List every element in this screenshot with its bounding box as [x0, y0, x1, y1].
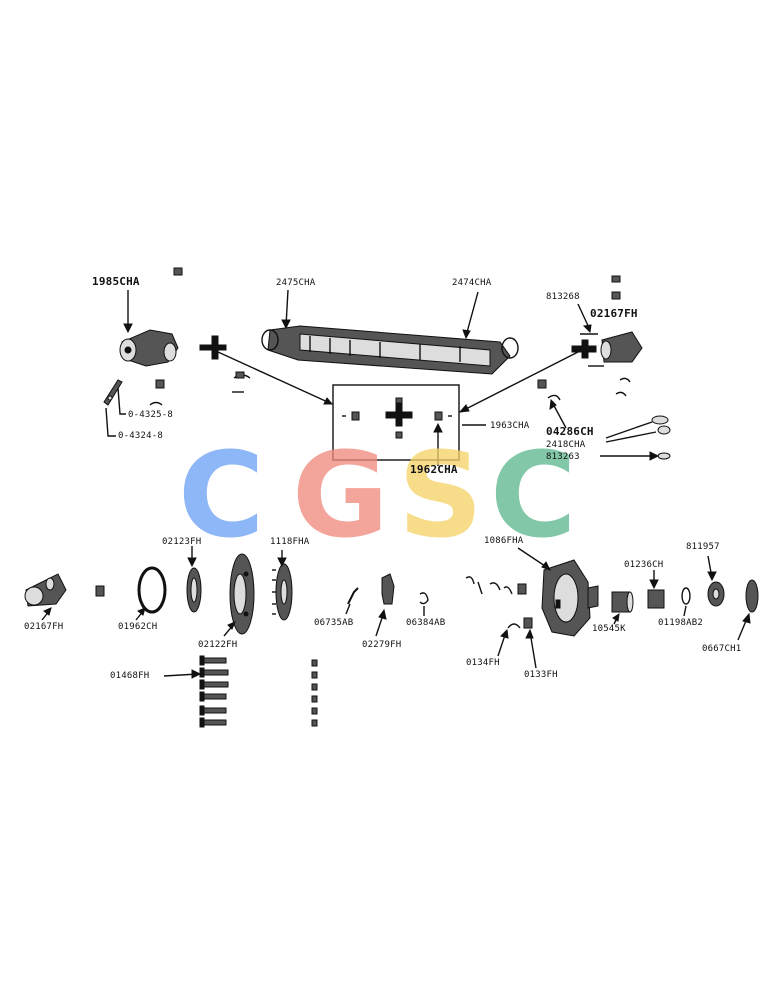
- keys-2418cha: [605, 415, 671, 443]
- small-part-b: [611, 291, 621, 300]
- label-1962cha: 1962CHA: [410, 463, 458, 476]
- label-04286ch: 04286CH: [546, 425, 594, 438]
- arrow-left-spider: [217, 351, 333, 405]
- watermark-letter-4: C: [490, 426, 577, 564]
- label-10545k: 10545K: [592, 624, 626, 634]
- bolts-01468fh: [199, 655, 229, 728]
- label-811957: 811957: [686, 542, 720, 552]
- label-0-4325-8: 0-4325-8: [128, 410, 173, 420]
- label-01468fh: 01468FH: [110, 671, 150, 681]
- label-01236ch: 01236CH: [624, 560, 664, 570]
- label-0134fh: 0134FH: [466, 658, 500, 668]
- label-02123fh: 02123FH: [162, 537, 202, 547]
- cap-0667ch1: [745, 579, 759, 613]
- spring-06735ab: [347, 587, 359, 605]
- bearing-cup-part-2: [235, 371, 245, 379]
- cross-spider-left: [199, 335, 227, 360]
- small-part-a: [611, 275, 621, 283]
- label-1086fha: 1086FHA: [484, 536, 524, 546]
- label-06735ab: 06735AB: [314, 618, 354, 628]
- watermark-letter-1: C: [178, 426, 265, 564]
- kit-box-1963cha: [332, 384, 460, 461]
- label-813268: 813268: [546, 292, 580, 302]
- label-1963cha: 1963CHA: [490, 421, 530, 431]
- label-1985cha: 1985CHA: [92, 275, 140, 288]
- label-0133fh: 0133FH: [524, 670, 558, 680]
- small-block-part: [173, 267, 183, 276]
- label-2474cha: 2474CHA: [452, 278, 492, 288]
- disc-02123fh: [186, 567, 202, 613]
- label-01198ab2: 01198AB2: [658, 618, 703, 628]
- nuts-column: [311, 659, 318, 727]
- rings-right: [615, 377, 631, 397]
- snap-ring-part: [149, 401, 163, 406]
- washer-01198ab2: [681, 587, 691, 605]
- leader-0-4325-8: [117, 387, 126, 415]
- label-01962ch: 01962CH: [118, 622, 158, 632]
- label-02279fh: 02279FH: [362, 640, 402, 650]
- key-0133fh: [523, 617, 533, 629]
- label-02122fh: 02122FH: [198, 640, 238, 650]
- label-02167fh-bottom: 02167FH: [24, 622, 64, 632]
- shaft-guard-tube: [261, 325, 519, 375]
- key-0134fh: [507, 623, 521, 629]
- seal-811957: [707, 581, 725, 607]
- clutch-disc-1118fha: [272, 563, 293, 621]
- label-813263: 813263: [546, 452, 580, 462]
- arrow-right-spider: [459, 351, 579, 413]
- yoke-02167fh-bottom: [24, 573, 67, 607]
- clip-06384ab: [419, 592, 429, 605]
- bearing-01236ch: [647, 589, 665, 609]
- label-02167fh-top: 02167FH: [590, 307, 638, 320]
- ring-813263: [657, 452, 671, 460]
- yoke-02167fh-top: [600, 331, 643, 363]
- plate-02279fh: [381, 573, 395, 605]
- clip-04286ch: [547, 394, 561, 401]
- housing-1086fha: [541, 559, 599, 637]
- label-2475cha: 2475CHA: [276, 278, 316, 288]
- leader-0-4324-8: [105, 407, 116, 437]
- label-0667ch1: 0667CH1: [702, 644, 742, 654]
- cross-spider-right: [571, 339, 597, 359]
- watermark-letter-2: G: [292, 426, 389, 564]
- yoke-1985cha: [119, 329, 179, 367]
- bearing-cup-part: [155, 379, 165, 389]
- kit-contents: [342, 397, 452, 439]
- bushing-part: [95, 585, 105, 597]
- watermark-letter-3: S: [398, 426, 483, 564]
- small-cup: [537, 379, 547, 389]
- clips-row: [465, 576, 527, 595]
- label-06384ab: 06384AB: [406, 618, 446, 628]
- ring-01962ch: [137, 566, 167, 614]
- plate-02122fh: [229, 553, 255, 635]
- bearing-10545k: [611, 591, 634, 613]
- label-0-4324-8: 0-4324-8: [118, 431, 163, 441]
- label-2418cha: 2418CHA: [546, 440, 586, 450]
- label-1118fha: 1118FHA: [270, 537, 310, 547]
- pin-0-4325-8: [103, 379, 123, 406]
